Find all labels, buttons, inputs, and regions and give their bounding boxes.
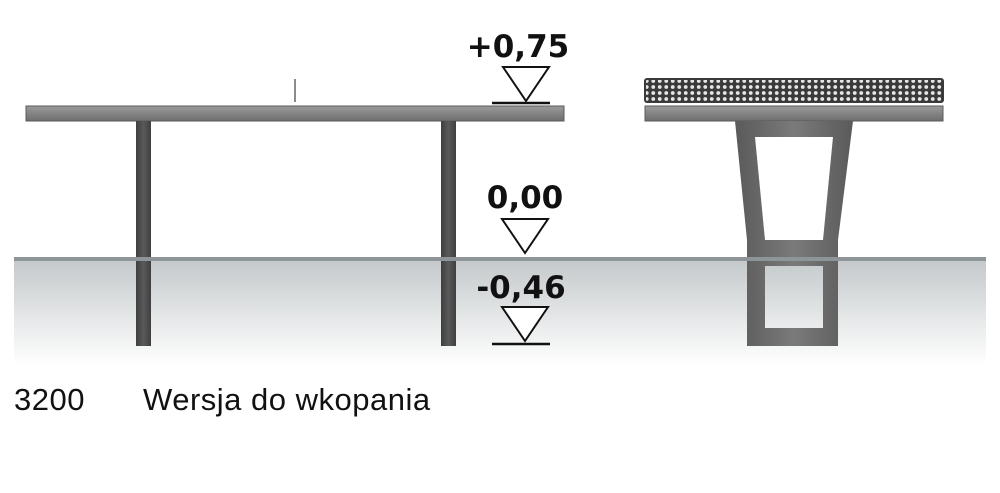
table-leg-left (136, 121, 151, 346)
level-label-top: +0,75 (467, 29, 569, 65)
side-table-slab (644, 105, 944, 122)
level-marker-ground: 0,00 (487, 180, 564, 255)
level-label-foundation: -0,46 (476, 270, 565, 306)
table-leg-right (441, 121, 456, 346)
side-perforated-top (644, 78, 944, 103)
level-marker-top: +0,75 (467, 29, 569, 105)
level-triangle-icon (501, 66, 551, 103)
level-triangle-icon (500, 218, 550, 255)
model-code: 3200 (14, 382, 85, 417)
level-triangle-icon (500, 306, 550, 343)
level-label-ground: 0,00 (487, 180, 564, 216)
variant-description: Wersja do wkopania (143, 382, 431, 417)
table-top-slab (25, 105, 565, 122)
level-marker-foundation: -0,46 (476, 270, 566, 346)
side-leg-frame (735, 121, 853, 346)
